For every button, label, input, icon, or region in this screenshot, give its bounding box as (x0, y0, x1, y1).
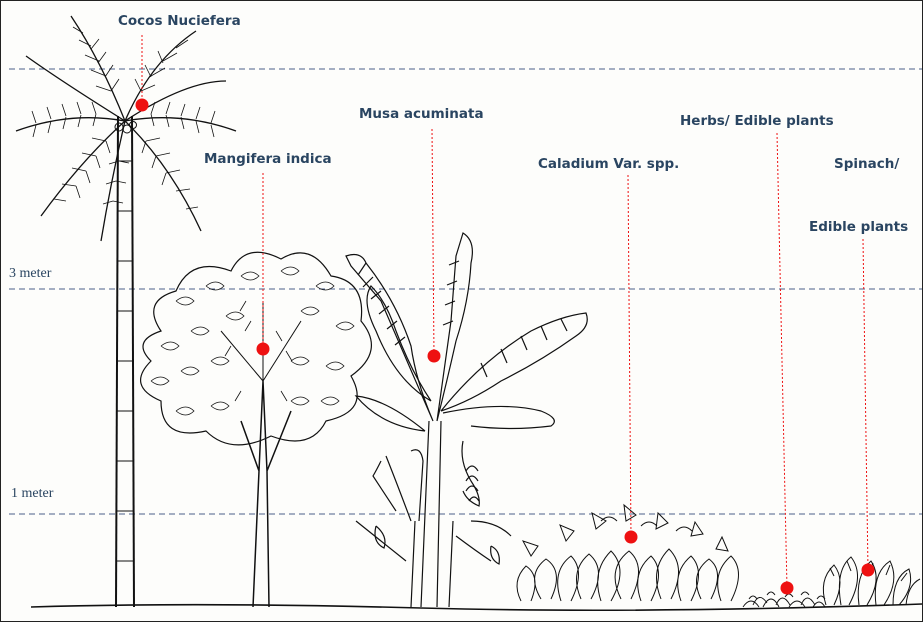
mangifera-marker (257, 343, 270, 356)
musa-marker (428, 350, 441, 363)
mangifera-label: Mangifera indica (204, 151, 332, 167)
height-guides (9, 69, 922, 514)
herbs-marker (781, 582, 794, 595)
cocos-label: Cocos Nuciefera (118, 13, 241, 29)
herbs-drawing (743, 592, 825, 607)
caladium-marker (625, 531, 638, 544)
herbs-label: Herbs/ Edible plants (680, 113, 834, 129)
one-meter-label: 1 meter (11, 486, 54, 501)
spinach-leader-line (863, 239, 868, 570)
caladium-drawing (517, 505, 739, 601)
musa-leader-line (432, 129, 434, 356)
caladium-leader-line (628, 175, 631, 537)
ground-line (31, 604, 922, 610)
cocos-marker (136, 99, 149, 112)
mango-tree-drawing (141, 252, 372, 607)
three-meter-label: 3 meter (9, 266, 52, 281)
spinach-marker (862, 564, 875, 577)
caladium-label: Caladium Var. spp. (538, 156, 679, 172)
spinach-edible-label: Edible plants (809, 219, 908, 235)
herbs-leader-line (777, 133, 787, 588)
spinach-drawing (823, 557, 920, 605)
musa-label: Musa acuminata (359, 106, 484, 122)
coconut-palm-drawing (16, 16, 236, 607)
spinach-label: Spinach/ (834, 156, 899, 172)
plant-markers (136, 99, 875, 595)
